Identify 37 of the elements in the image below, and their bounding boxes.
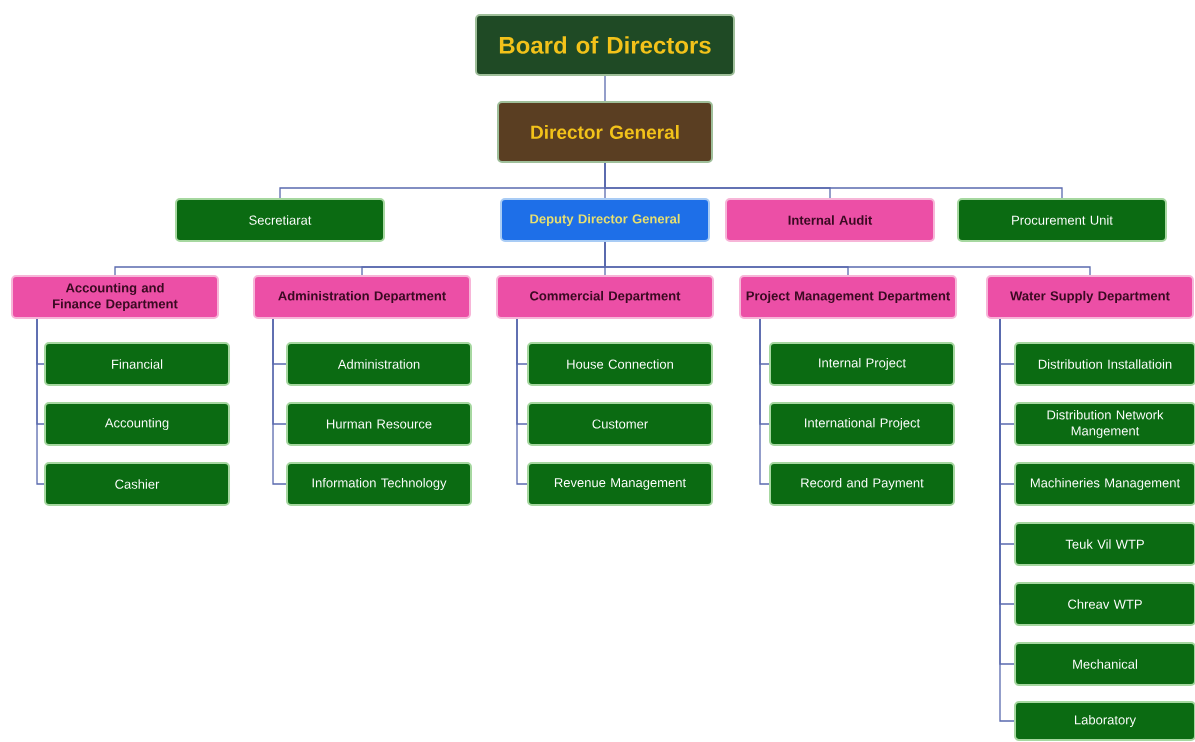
section-box: International Project (769, 402, 955, 446)
department-box: Commercial Department (496, 275, 714, 319)
unit-box: Secretiarat (175, 198, 385, 242)
section-box: Record and Payment (769, 462, 955, 506)
connector-line (759, 318, 770, 485)
department-box: Accounting and Finance Department (11, 275, 219, 319)
section-box: Mechanical (1014, 642, 1195, 686)
section-box: Customer (527, 402, 713, 446)
section-box: Revenue Management (527, 462, 713, 506)
unit-box: Deputy Director General (500, 198, 710, 242)
board-box: Board of Directors (475, 14, 735, 76)
unit-box: Procurement Unit (957, 198, 1167, 242)
connector-line (604, 241, 1091, 276)
section-box: Cashier (44, 462, 230, 506)
department-box: Administration Department (253, 275, 471, 319)
department-box: Project Management Department (739, 275, 957, 319)
section-box: Distribution Installatioin (1014, 342, 1195, 386)
department-box: Water Supply Department (986, 275, 1194, 319)
connector-line (272, 318, 287, 485)
section-box: Information Technology (286, 462, 472, 506)
section-box: Distribution Network Mangement (1014, 402, 1195, 446)
section-box: Chreav WTP (1014, 582, 1195, 626)
section-box: Laboratory (1014, 701, 1195, 741)
connector-line (36, 318, 45, 485)
section-box: Administration (286, 342, 472, 386)
section-box: Hurman Resource (286, 402, 472, 446)
unit-box: Internal Audit (725, 198, 935, 242)
connector-line (516, 318, 528, 485)
section-box: Teuk Vil WTP (1014, 522, 1195, 566)
section-box: House Connection (527, 342, 713, 386)
connector-line (604, 162, 1063, 199)
section-box: Internal Project (769, 342, 955, 386)
connector-line (604, 75, 606, 102)
director-box: Director General (497, 101, 713, 163)
section-box: Accounting (44, 402, 230, 446)
section-box: Machineries Management (1014, 462, 1195, 506)
section-box: Financial (44, 342, 230, 386)
